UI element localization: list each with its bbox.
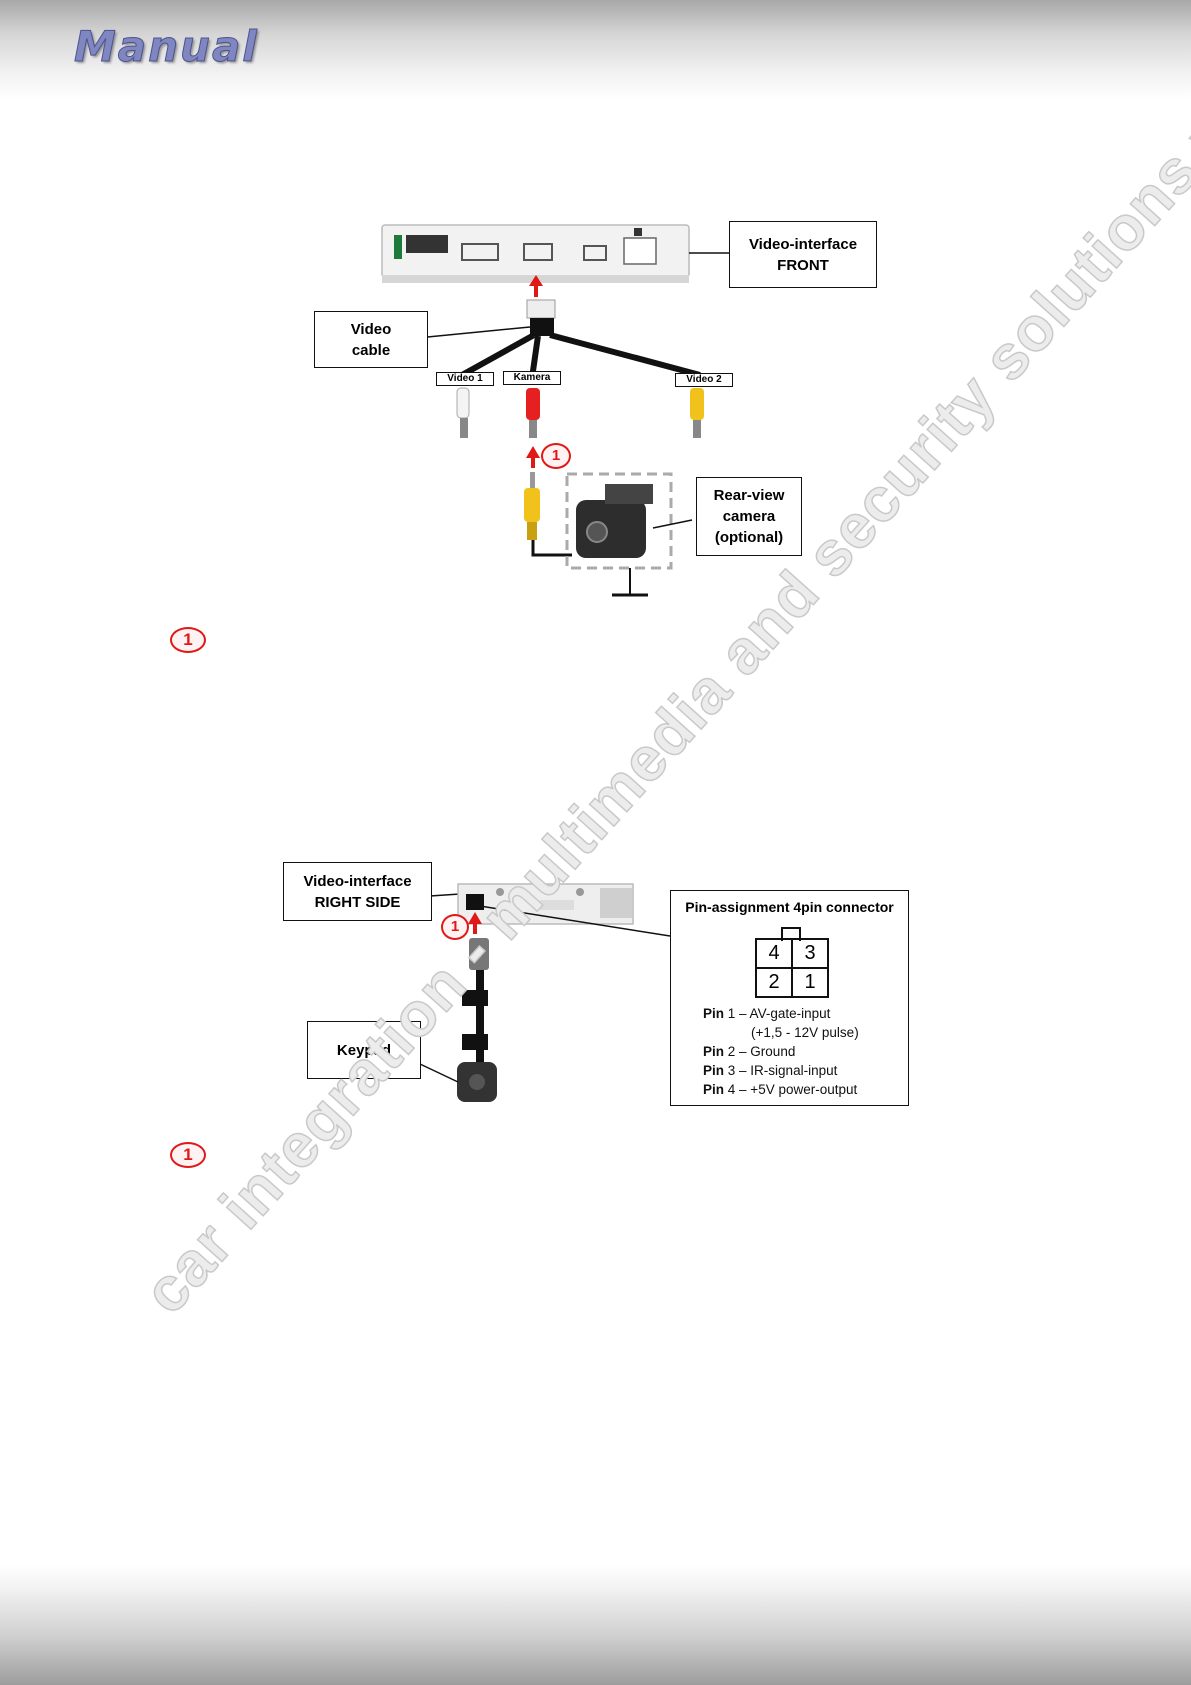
plug-label-video2: Video 2: [675, 373, 733, 387]
pin-assignment-title: Pin-assignment 4pin connector: [685, 899, 894, 915]
pin-line-1: Pin 1 – AV-gate-input: [703, 1006, 831, 1021]
pin-line-2: Pin 2 – Ground: [703, 1044, 796, 1059]
pin-line-4: Pin 4 – +5V power-output: [703, 1082, 858, 1097]
pin-line-3: Pin 3 – IR-signal-input: [703, 1063, 838, 1078]
pin-line-1-detail: (+1,5 - 12V pulse): [751, 1025, 859, 1040]
video-interface-front-diagram: [381, 224, 730, 597]
keypad-label: Keypad: [307, 1021, 421, 1079]
step-marker-diagram2: 1: [441, 914, 469, 940]
pin-cell-4: 4: [755, 938, 793, 969]
pin-assignment-box: Pin-assignment 4pin connector 4 3 2 1 Pi…: [670, 890, 909, 1106]
pin-cell-2: 2: [755, 967, 793, 998]
manual-logo: Manual: [74, 22, 259, 72]
header-band: [0, 0, 1191, 100]
video-interface-right-side-diagram: [419, 883, 671, 1102]
pin-cell-1: 1: [791, 967, 829, 998]
footer-band: [0, 1565, 1191, 1685]
step-marker-2: 1: [170, 1142, 206, 1168]
rear-view-camera-icon: [576, 500, 646, 558]
plug-label-video1: Video 1: [436, 372, 494, 386]
video-cable: [460, 332, 701, 379]
step-marker-diagram1: 1: [541, 443, 571, 469]
pin-cell-3: 3: [791, 938, 829, 969]
step-marker-1: 1: [170, 627, 206, 653]
plug-label-kamera: Kamera: [503, 371, 561, 385]
red-arrow-icon: [529, 275, 543, 297]
